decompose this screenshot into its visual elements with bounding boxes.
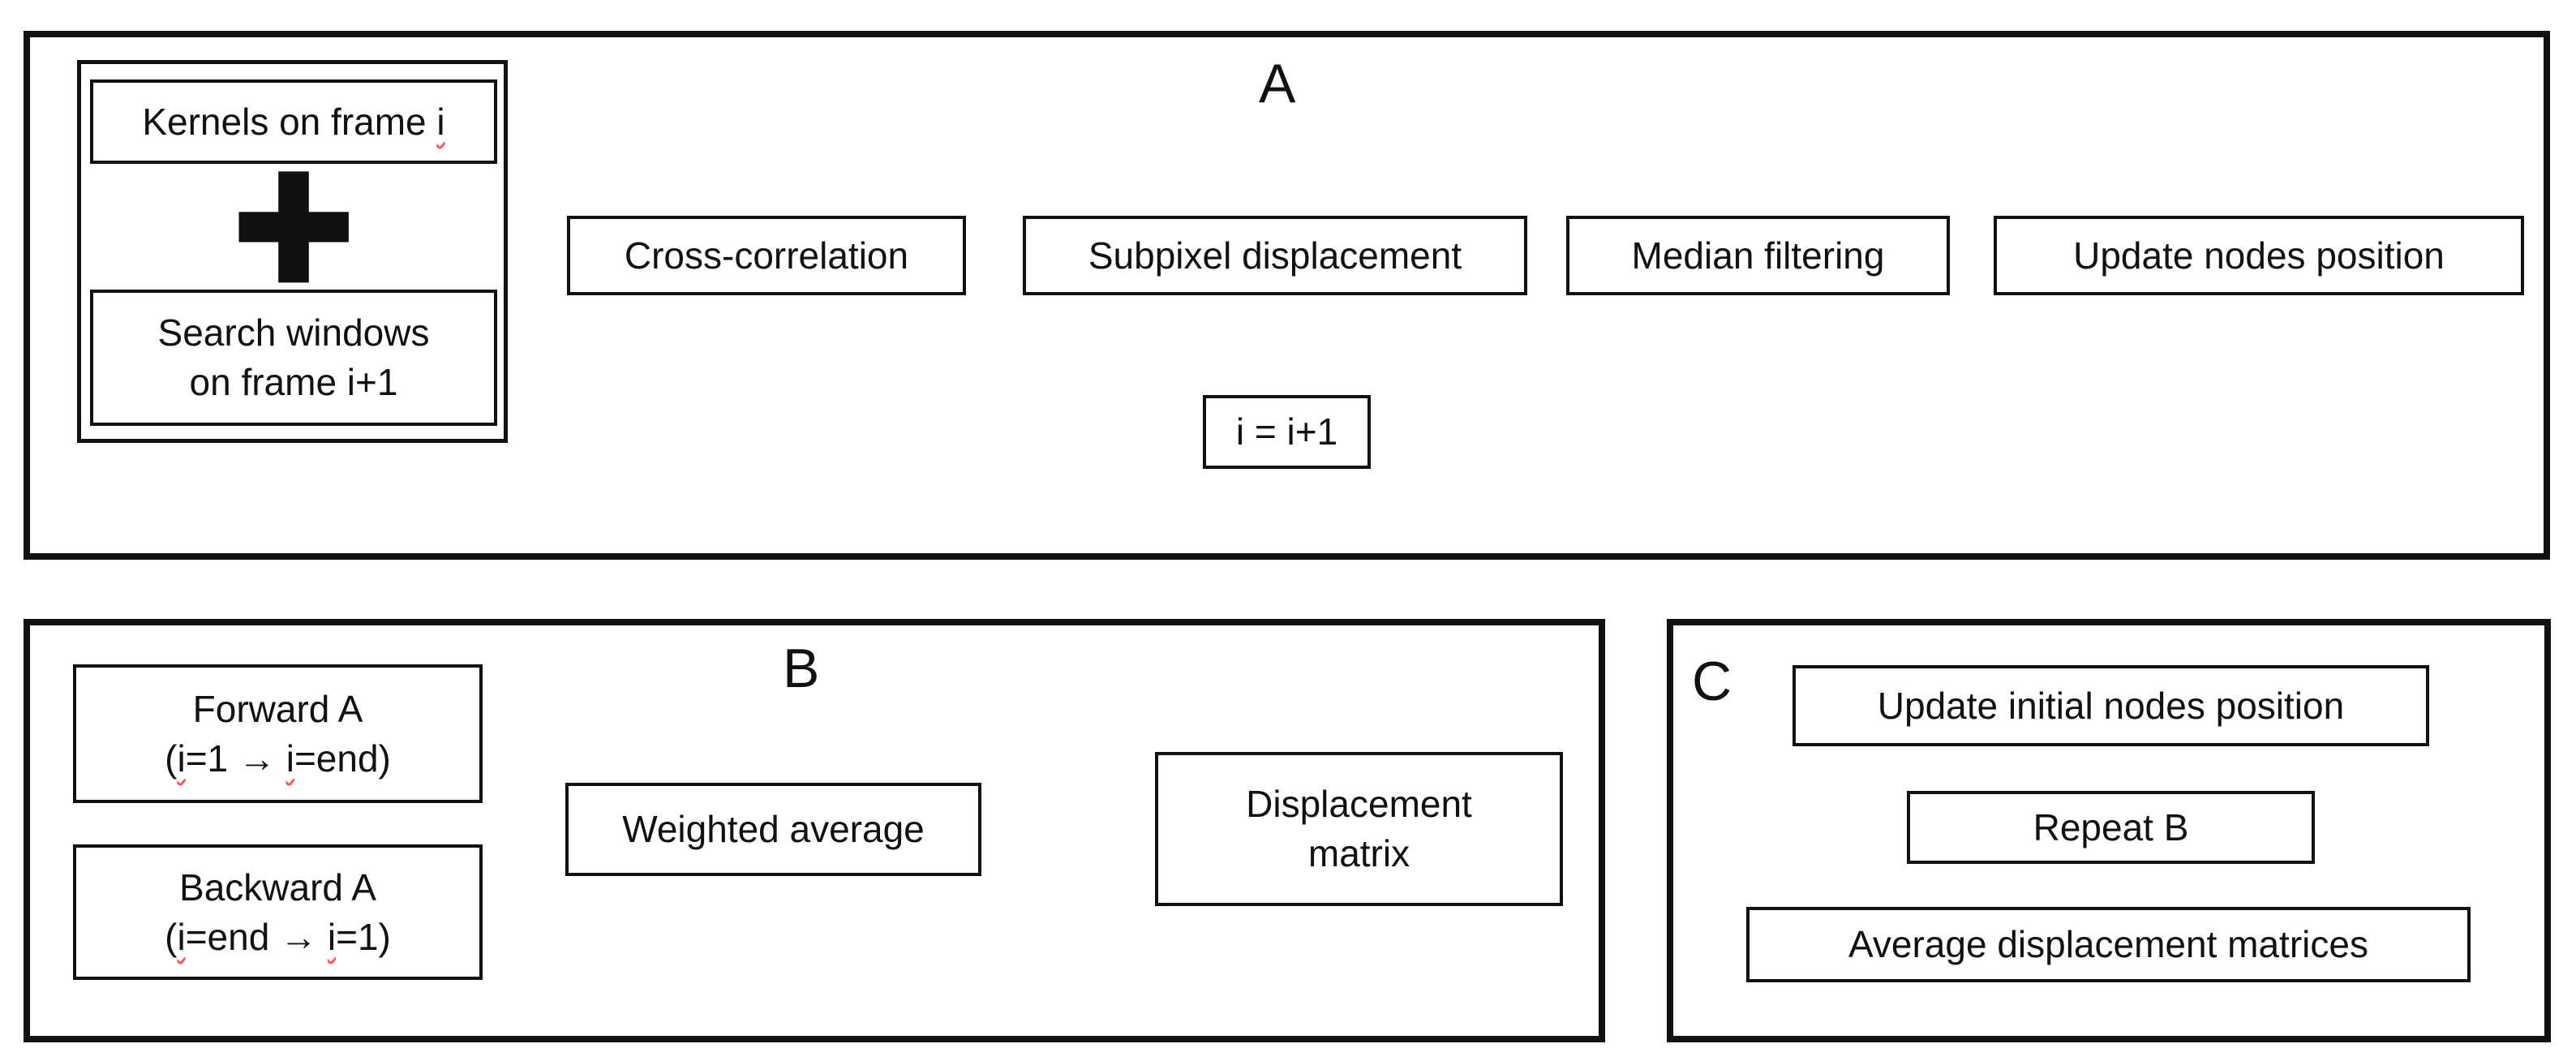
plus-icon: + [230,107,357,341]
step-subpixel-displacement: Subpixel displacement [1023,216,1527,295]
c-step-update-initial-nodes: Update initial nodes position [1792,665,2429,746]
search-windows-box: Search windows on frame i+1 [90,290,497,426]
c-step-repeat-b-label: Repeat B [2033,805,2189,848]
backward-a-box: Backward A (i=end → i=1) [73,844,483,980]
step-subpixel-displacement-label: Subpixel displacement [1088,234,1462,277]
forward-a-line1: Forward A [192,687,363,730]
panel-b-label: B [783,638,820,699]
step-update-nodes-position-label: Update nodes position [2073,234,2445,277]
step-cross-correlation: Cross-correlation [567,216,966,295]
c-step-repeat-b: Repeat B [1907,791,2315,864]
c-step-average-displacement-matrices-label: Average displacement matrices [1848,923,2368,966]
backward-a-line2: (i=end → i=1) [165,915,391,958]
kernels-box: Kernels on frame i [90,79,497,164]
step-median-filtering-label: Median filtering [1631,234,1885,277]
weighted-average-box: Weighted average [565,783,981,876]
step-update-nodes-position: Update nodes position [1994,216,2524,295]
displacement-matrix-line1: Displacement [1246,783,1472,826]
loop-counter-box: i = i+1 [1203,395,1371,469]
step-cross-correlation-label: Cross-correlation [624,234,909,277]
search-windows-line2: on frame i+1 [189,361,398,403]
forward-a-line2: (i=1 → i=end) [165,737,391,780]
forward-a-box: Forward A (i=1 → i=end) [73,664,483,803]
backward-a-line1: Backward A [179,866,376,909]
search-windows-line1: Search windows [157,311,430,354]
kernels-label: Kernels on frame i [142,100,445,143]
step-median-filtering: Median filtering [1566,216,1950,295]
panel-c-label: C [1692,651,1732,712]
loop-counter-label: i = i+1 [1235,410,1338,453]
displacement-matrix-box: Displacement matrix [1155,752,1563,906]
displacement-matrix-line2: matrix [1307,832,1410,874]
panel-a-label: A [1259,53,1296,114]
c-step-average-displacement-matrices: Average displacement matrices [1746,907,2471,982]
weighted-average-label: Weighted average [622,808,925,851]
c-step-update-initial-nodes-label: Update initial nodes position [1877,684,2345,727]
